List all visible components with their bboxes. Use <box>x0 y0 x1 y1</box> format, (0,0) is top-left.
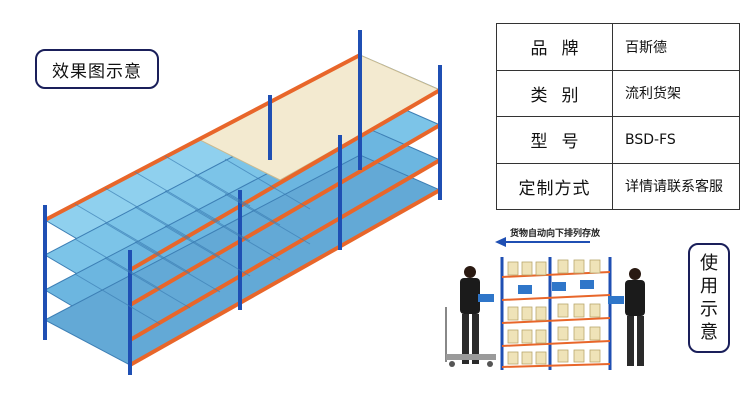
usage-bins <box>507 259 601 365</box>
spec-row-brand: 品牌 百斯德 <box>496 23 740 71</box>
spec-row-category: 类别 流利货架 <box>496 69 740 117</box>
bin-dividers <box>74 155 311 325</box>
spec-value: BSD-FS <box>612 116 740 164</box>
effect-label: 效果图示意 <box>35 49 159 89</box>
spec-key: 定制方式 <box>496 162 613 210</box>
usage-char: 使 <box>700 253 718 274</box>
trolley-icon <box>445 307 496 367</box>
usage-char: 用 <box>700 276 718 297</box>
left-worker <box>460 266 494 364</box>
right-worker <box>608 268 645 366</box>
usage-char: 意 <box>700 322 718 343</box>
direction-arrow-icon <box>495 237 590 247</box>
spec-key: 品牌 <box>496 23 613 71</box>
usage-rack-frame <box>500 257 612 370</box>
spec-value: 百斯德 <box>612 23 740 71</box>
spec-key: 类别 <box>496 69 613 117</box>
usage-blue-bins <box>518 280 594 294</box>
spec-row-custom: 定制方式 详情请联系客服 <box>496 162 740 210</box>
usage-caption: 货物自动向下排列存放 <box>510 229 601 239</box>
spec-value: 流利货架 <box>612 69 740 117</box>
usage-label: 使 用 示 意 <box>688 243 730 353</box>
rack-beams <box>44 53 442 367</box>
spec-value: 详情请联系客服 <box>612 162 740 210</box>
rack-uprights <box>43 30 442 375</box>
usage-char: 示 <box>700 299 718 320</box>
spec-row-model: 型号 BSD-FS <box>496 116 740 164</box>
usage-illustration <box>445 237 645 370</box>
spec-table: 品牌 百斯德 类别 流利货架 型号 BSD-FS 定制方式 详情请联系客服 <box>496 23 740 210</box>
spec-key: 型号 <box>496 116 613 164</box>
flow-rack-illustration <box>43 30 442 375</box>
